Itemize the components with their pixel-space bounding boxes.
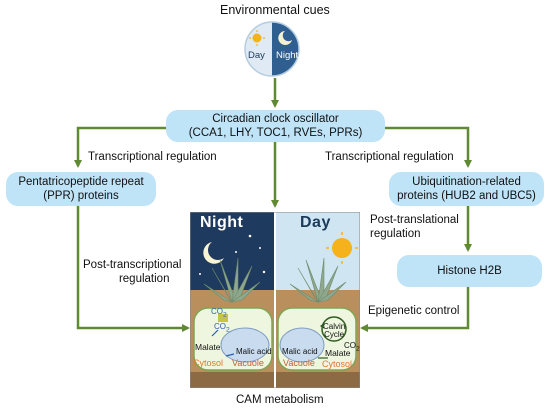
moon-icon — [203, 242, 224, 264]
circadian-clock-box: Circadian clock oscillator (CCA1, LHY, T… — [166, 110, 385, 142]
cam-metabolism-label: CAM metabolism — [236, 394, 324, 406]
night-malate-label: Malate — [195, 342, 221, 352]
day-night-icon — [244, 21, 300, 77]
night-malic-acid-label: Malic acid — [236, 347, 272, 356]
post-transcriptional-label: Post-transcriptional regulation — [83, 259, 182, 285]
cam-panel-illustration — [190, 212, 360, 388]
ppr-line2: (PPR) proteins — [43, 190, 119, 202]
night-panel-title: Night — [200, 214, 244, 231]
histone-h2b-box: Histone H2B — [397, 255, 542, 287]
night-vacuole-label: Vacuole — [232, 358, 264, 368]
day-malate-label: Malate — [325, 348, 351, 358]
day-panel-title: Day — [300, 214, 331, 231]
day-vacuole-label: Vacuole — [283, 358, 315, 368]
ubiquitination-line2: proteins (HUB2 and UBC5) — [397, 190, 536, 202]
sun-icon — [332, 238, 352, 258]
left-transcriptional-label: Transcriptional regulation — [88, 151, 217, 163]
post-translational-label: Post-translational regulation — [370, 214, 459, 240]
epigenetic-control-label: Epigenetic control — [368, 305, 460, 317]
day-label: Day — [248, 50, 265, 61]
day-malic-acid-label: Malic acid — [282, 347, 318, 356]
environmental-cues-title: Environmental cues — [220, 3, 330, 17]
day-cytosol-label: Cytosol — [322, 359, 353, 369]
clock-line2: (CCA1, LHY, TOC1, RVEs, PPRs) — [188, 127, 363, 139]
night-cytosol-label: Cytosol — [193, 358, 224, 368]
night-co2-label: CO2 — [211, 307, 227, 319]
night-co2-label-2: CO2 — [214, 322, 230, 334]
day-co2-label: CO2 — [344, 341, 360, 353]
ppr-line1: Pentatricopeptide repeat — [18, 176, 144, 188]
right-transcriptional-label: Transcriptional regulation — [325, 151, 454, 163]
night-label: Night — [276, 50, 299, 61]
ubiquitination-line1: Ubiquitination-related — [412, 176, 521, 188]
ubiquitination-box: Ubiquitination-related proteins (HUB2 an… — [389, 172, 544, 206]
ppr-proteins-box: Pentatricopeptide repeat (PPR) proteins — [6, 172, 156, 206]
clock-line1: Circadian clock oscillator — [212, 113, 339, 125]
